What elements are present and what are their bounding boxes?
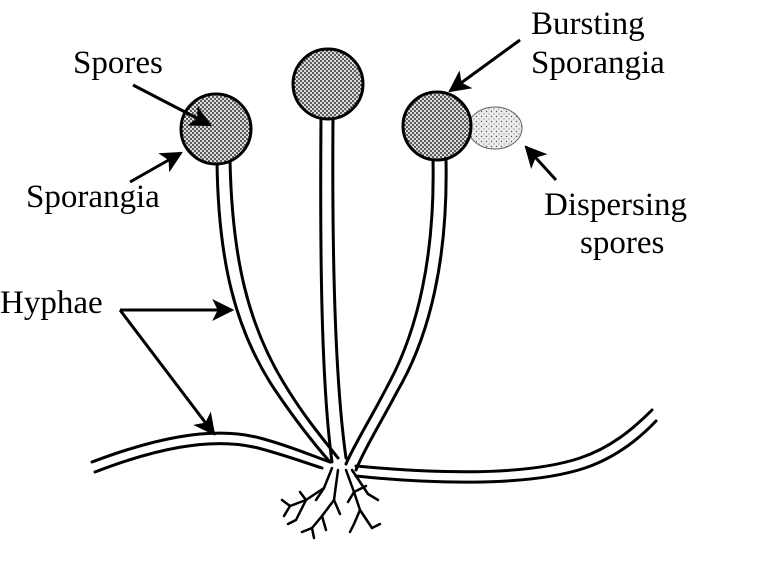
- label-sporangia: Sporangia: [26, 179, 160, 215]
- arrow-dispersing: [524, 145, 558, 182]
- label-dispersing-spores: spores: [580, 225, 665, 261]
- label-dispersing: Dispersing: [544, 187, 687, 223]
- sporangiophore-middle: [319, 116, 348, 464]
- label-hyphae: Hyphae: [0, 285, 103, 321]
- arrow-hyphae-lower: [118, 309, 216, 436]
- sporangiophore-left: [215, 158, 340, 464]
- label-bursting-sporangia: Sporangia: [531, 45, 665, 81]
- rhizoids: [280, 466, 382, 540]
- arrow-bursting: [448, 38, 521, 93]
- stolon-left: [90, 431, 332, 474]
- sporangium-left: [179, 92, 253, 166]
- sporangium-middle: [291, 47, 365, 121]
- arrow-spores: [132, 83, 212, 127]
- dispersing-spores-cloud: [467, 106, 523, 150]
- stolon-right: [354, 408, 658, 484]
- label-bursting: Bursting: [531, 6, 645, 42]
- sporangium-bursting: [401, 90, 473, 162]
- arrow-sporangia: [129, 151, 183, 184]
- sporangiophore-right: [344, 158, 448, 472]
- label-spores: Spores: [73, 45, 163, 81]
